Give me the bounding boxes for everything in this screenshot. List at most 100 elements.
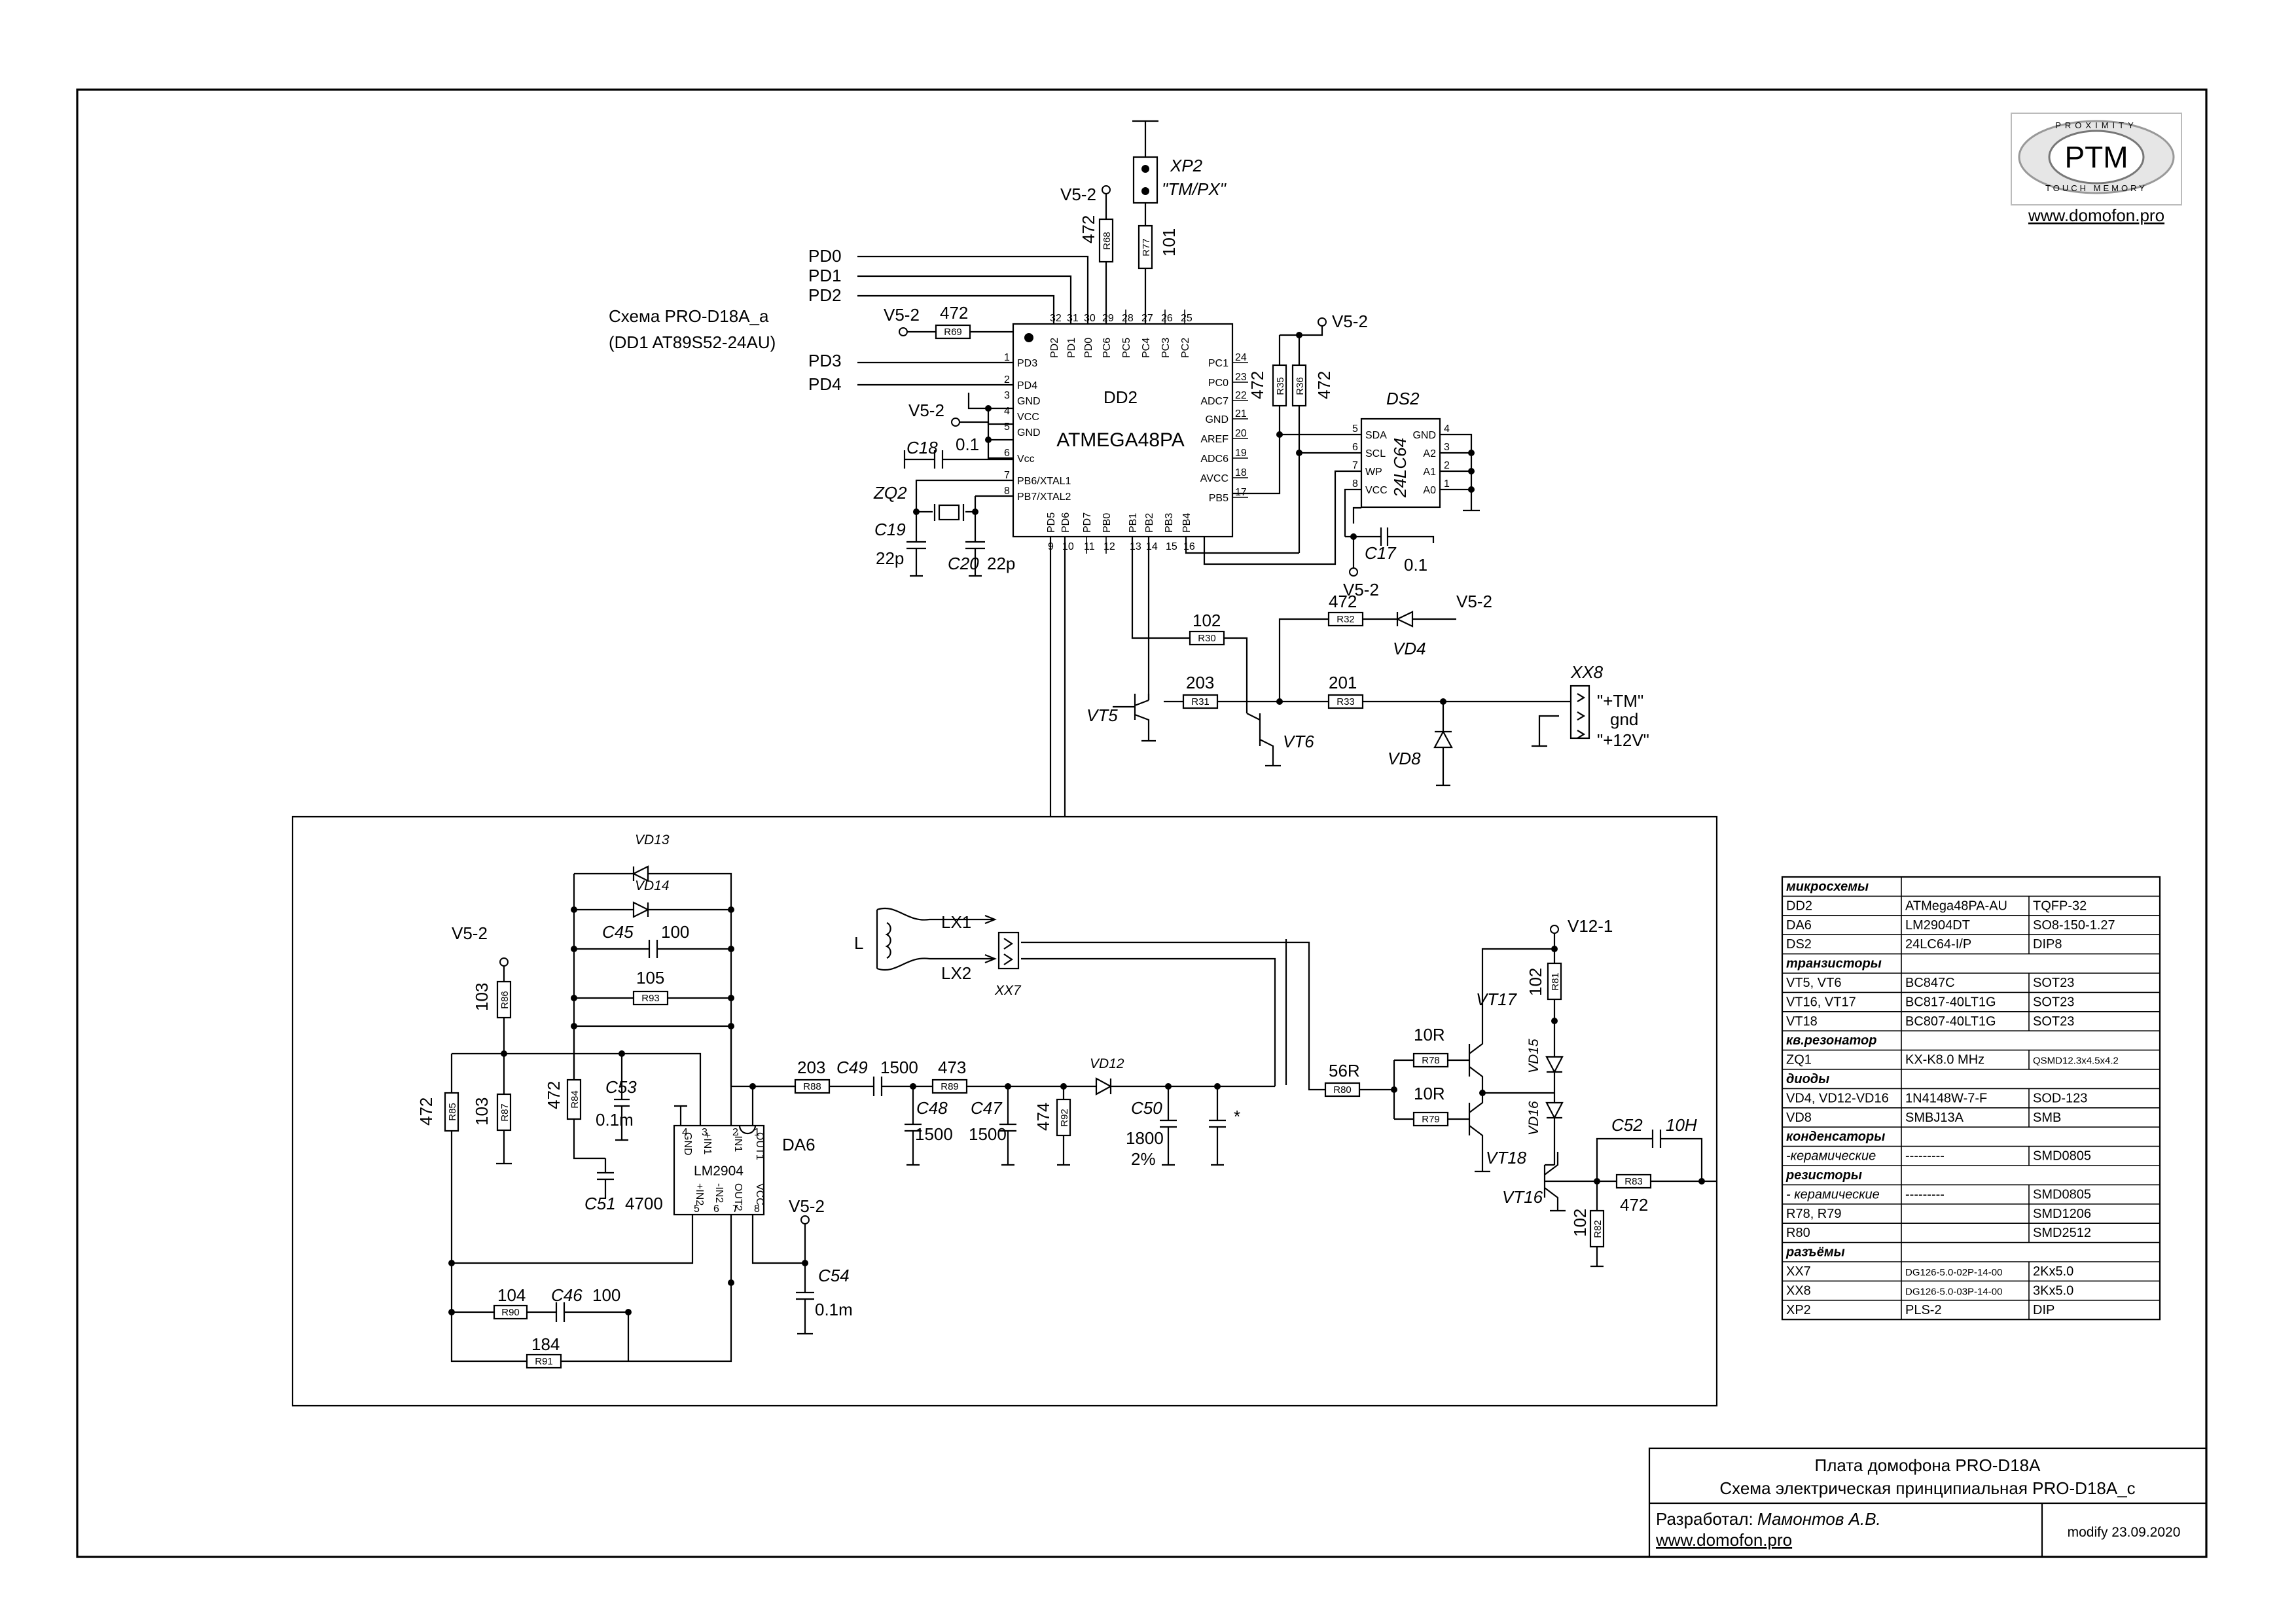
c18: C18 0.1 xyxy=(903,435,1013,469)
da6-part: LM2904 xyxy=(694,1164,744,1179)
c45-value: 100 xyxy=(661,922,689,942)
r82-ref: R82 xyxy=(1592,1220,1604,1238)
author-label: Разработал: xyxy=(1656,1509,1753,1529)
vd15-ref: VD15 xyxy=(1526,1039,1541,1073)
r31-ref: R31 xyxy=(1191,696,1210,707)
ref-note-1: Схема PRO-D18A_a xyxy=(609,306,769,326)
bom-cell-package: SOT23 xyxy=(2033,976,2074,990)
mcu-top-pin-num: 27 xyxy=(1141,313,1153,324)
mcu-bottom-pin-num: 15 xyxy=(1166,541,1177,552)
ds2-right-pin: A1 xyxy=(1423,467,1436,478)
r69-value: 472 xyxy=(940,303,968,323)
da6-bottom-pin-num: 6 xyxy=(713,1204,719,1215)
bom-col-line xyxy=(1901,1146,2030,1166)
r78-value: 10R xyxy=(1414,1025,1445,1044)
c51-ref: C51 xyxy=(584,1194,616,1213)
r31-value: 203 xyxy=(1186,673,1214,692)
r79-ref: R79 xyxy=(1422,1114,1440,1125)
mcu-top-pin-num: 28 xyxy=(1122,313,1134,324)
mcu-left-pin-num: 7 xyxy=(1004,470,1010,481)
mcu-left-pin-num: 1 xyxy=(1004,352,1010,363)
da6-bottom-pin-num: 7 xyxy=(732,1204,738,1215)
mcu-bottom-pin-num: 13 xyxy=(1130,541,1141,552)
ds2-right-pin-num: 2 xyxy=(1444,460,1450,471)
v52-r68: V5-2 xyxy=(1060,185,1096,204)
mcu-left-pin-num: 5 xyxy=(1004,421,1010,433)
r35-r36: V5-2 R35 R36 472 472 xyxy=(1232,312,1368,553)
r89-value: 473 xyxy=(938,1058,966,1077)
zq2: ZQ2 C19 22p C20 22p xyxy=(873,479,1015,577)
bom-section-header: транзисторы xyxy=(1786,957,1882,971)
r32-ref: R32 xyxy=(1336,614,1355,625)
r84-ref: R84 xyxy=(569,1090,581,1109)
bom-cell-package: DIP xyxy=(2033,1303,2054,1317)
output-drivers: R30 102 VT5 R31 203 VT6 R32 472 VD4 V5-2… xyxy=(1086,537,1649,787)
logo: PTM PROXIMITY TOUCH MEMORY xyxy=(2011,113,2182,205)
mcu-bottom-pin: PD7 xyxy=(1082,512,1093,533)
da6-bottom-pin: -IN2 xyxy=(713,1183,725,1203)
xx8-12v: "+12V" xyxy=(1597,730,1649,750)
pd-nets: PD0 PD1 PD2 PD3 PD4 xyxy=(808,246,1089,394)
bom-cell-ref: -керамические xyxy=(1786,1149,1876,1164)
r83-ref: R83 xyxy=(1624,1176,1643,1187)
ds2-left-pin-num: 5 xyxy=(1352,423,1358,435)
r84-value: 472 xyxy=(544,1081,564,1109)
logo-url[interactable]: www.domofon.pro xyxy=(2028,205,2164,225)
bom-cell-part: KX-K8.0 MHz xyxy=(1905,1053,1984,1067)
r32-value: 472 xyxy=(1329,592,1357,611)
bom-cell-package: DIP8 xyxy=(2033,937,2062,952)
bom-cell-part: DG126-5.0-02P-14-00 xyxy=(1905,1267,2002,1278)
r80-value: 56R xyxy=(1329,1061,1360,1080)
da6-bottom-pin: VCC xyxy=(754,1183,765,1205)
mcu-bottom-pin: PB2 xyxy=(1144,513,1155,533)
mcu-bottom-pin-num: 12 xyxy=(1103,541,1115,552)
bom-cell-package: QSMD12.3x4.5x4.2 xyxy=(2033,1056,2119,1067)
bom-border xyxy=(1781,876,2161,1321)
title-line-1: Плата домофона PRO-D18A xyxy=(1815,1455,2041,1475)
r69-ref: R69 xyxy=(944,327,962,338)
title-line-2: Схема электрическая принципиальная PRO-D… xyxy=(1719,1478,2135,1498)
net-pd1: PD1 xyxy=(808,266,842,285)
c52-ref: C52 xyxy=(1611,1115,1643,1135)
r88-value: 203 xyxy=(797,1058,825,1077)
logo-text: PTM xyxy=(2064,140,2128,174)
r82-value: 102 xyxy=(1570,1209,1590,1237)
r91-value: 184 xyxy=(531,1334,560,1354)
bom-cell-ref: VD4, VD12-VD16 xyxy=(1786,1091,1889,1105)
bom-col-line xyxy=(1901,1011,2030,1031)
eeprom-ds2: DS2 24LC64 xyxy=(1360,389,1441,508)
r33-value: 201 xyxy=(1329,673,1357,692)
mcu-top-pin: PD2 xyxy=(1049,338,1060,358)
mcu-right-pin-num: 18 xyxy=(1235,467,1247,478)
da6-top-pin: GND xyxy=(682,1132,693,1156)
mcu-bottom-pin-num: 14 xyxy=(1146,541,1158,552)
bom-cell-package: SOT23 xyxy=(2033,1014,2074,1029)
mcu-right-pin-num: 20 xyxy=(1235,428,1247,439)
ds2-right-pin: A0 xyxy=(1423,485,1436,496)
title-url[interactable]: www.domofon.pro xyxy=(1655,1530,1792,1550)
ds2-right-pin-num: 3 xyxy=(1444,442,1450,453)
lx1-label: LX1 xyxy=(941,912,971,932)
mcu-right-pin-num: 19 xyxy=(1235,448,1247,459)
v52-ds2: V5-2 xyxy=(1343,580,1379,599)
net-pd3: PD3 xyxy=(808,351,842,370)
mcu-right-pin-num: 24 xyxy=(1235,352,1247,363)
c50-star: * xyxy=(1234,1107,1240,1126)
bom-cell-package: SMD0805 xyxy=(2033,1187,2091,1202)
da6-top-pin: -IN1 xyxy=(732,1132,744,1152)
da6-top-pin-num: 4 xyxy=(682,1127,688,1138)
r86-ref: R86 xyxy=(499,991,511,1009)
mcu-bottom-pin: PB1 xyxy=(1128,513,1139,533)
feedback-network: VD13 VD14 C45 100 R93 105 xyxy=(571,832,825,1126)
r36-value: 472 xyxy=(1314,371,1334,399)
bom-cell-part: BC807-40LT1G xyxy=(1905,1014,1996,1029)
mcu-top-pin-num: 29 xyxy=(1102,313,1114,324)
vt18-ref: VT18 xyxy=(1486,1148,1527,1168)
da6-ref: DA6 xyxy=(782,1135,816,1154)
c50-value: 1800 xyxy=(1126,1128,1164,1148)
r93-ref: R93 xyxy=(641,993,660,1004)
bom-cell-ref: VD8 xyxy=(1786,1111,1812,1125)
r33-ref: R33 xyxy=(1336,696,1355,707)
vd4-ref: VD4 xyxy=(1393,639,1426,658)
